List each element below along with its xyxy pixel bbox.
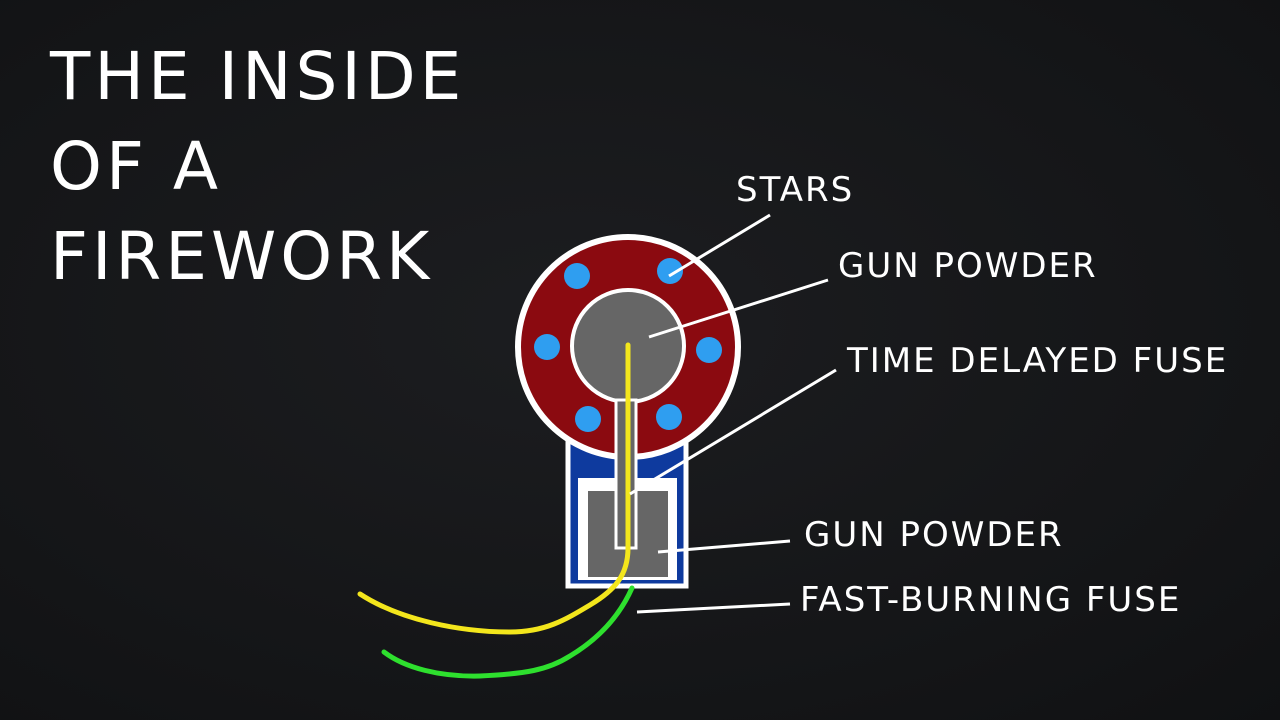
star [696, 337, 722, 363]
gun-powder-bottom-leader-line [657, 539, 791, 554]
star [657, 258, 683, 284]
star [534, 334, 560, 360]
star [575, 406, 601, 432]
slide-title: THE INSIDE OF A FIREWORK [50, 32, 465, 302]
star [564, 263, 590, 289]
fast-burning-fuse-line [381, 585, 635, 679]
time-delayed-fuse-line [357, 342, 631, 635]
time-delayed-fuse-leader-line [629, 368, 837, 496]
label-gun-powder-bottom: GUN POWDER [804, 515, 1064, 555]
title-line-3: FIREWORK [50, 218, 434, 295]
title-line-1: THE INSIDE [50, 38, 466, 115]
star [656, 404, 682, 430]
label-time-delayed-fuse: TIME DELAYED FUSE [847, 341, 1229, 381]
label-fast-burning-fuse: FAST-BURNING FUSE [800, 580, 1182, 620]
label-stars: STARS [736, 170, 855, 210]
title-line-2: OF A [50, 128, 223, 205]
gun-powder-top-leader-line [648, 278, 829, 339]
stars-leader-line [668, 213, 771, 278]
label-gun-powder-top: GUN POWDER [838, 246, 1098, 286]
fast-burning-fuse-leader-line [636, 602, 791, 614]
